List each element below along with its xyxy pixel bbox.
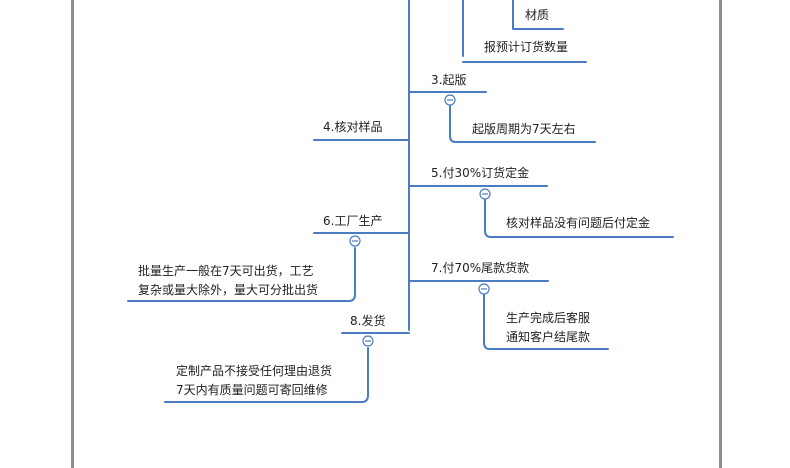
node-step8-detail[interactable]: 定制产品不接受任何理由退货 7天内有质量问题可寄回维修 (176, 364, 333, 397)
frame-right-border (719, 0, 722, 468)
connector-step5-detail (484, 199, 492, 238)
collapse-toggle-step5[interactable] (479, 188, 491, 200)
connector-step8-detail (361, 347, 369, 403)
node-step6[interactable]: 6.工厂生产 (323, 214, 383, 228)
connector-step7-detail (483, 294, 491, 350)
node-step4[interactable]: 4.核对样品 (323, 120, 383, 134)
node-step6-detail[interactable]: 批量生产一般在7天可出货，工艺 复杂或量大除外，量大可分批出货 (138, 264, 319, 297)
node-step5[interactable]: 5.付30%订货定金 (431, 166, 530, 180)
node-report-quantity[interactable]: 报预计订货数量 (484, 40, 569, 54)
collapse-toggle-step8[interactable] (362, 335, 374, 347)
connector-step3-detail (449, 105, 457, 143)
node-step3[interactable]: 3.起版 (431, 73, 467, 87)
collapse-toggle-step6[interactable] (349, 235, 361, 247)
node-step5-detail[interactable]: 核对样品没有问题后付定金 (506, 216, 651, 230)
collapse-toggle-step3[interactable] (444, 94, 456, 106)
node-step7[interactable]: 7.付70%尾款货款 (431, 261, 530, 275)
connector-step6-detail (348, 247, 356, 302)
frame-left-border (71, 0, 74, 468)
node-material[interactable]: 材质 (525, 8, 550, 22)
node-step8[interactable]: 8.发货 (350, 314, 386, 328)
collapse-toggle-step7[interactable] (478, 283, 490, 295)
node-step7-detail[interactable]: 生产完成后客服 通知客户结尾款 (506, 311, 591, 344)
node-step3-detail[interactable]: 起版周期为7天左右 (472, 122, 576, 136)
